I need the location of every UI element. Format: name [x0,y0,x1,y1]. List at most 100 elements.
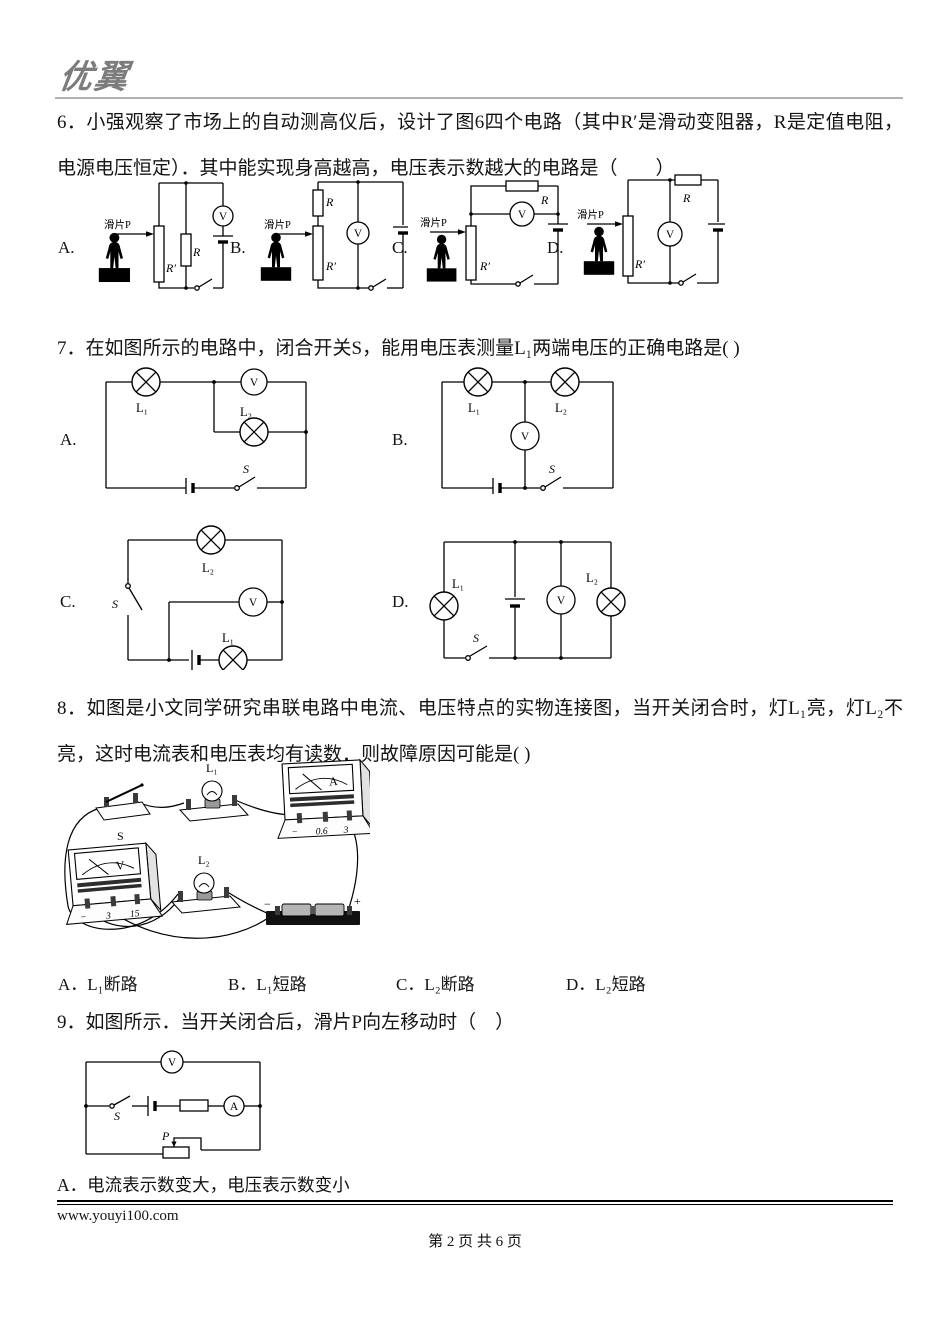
lamp-l2-icon [196,525,226,555]
r-label: R [540,193,549,207]
l1-label: L₁ [222,631,234,645]
voltmeter-letter: V [518,209,527,221]
voltmeter-letter: V [557,595,566,607]
q9-option-a: A．电流表示数变大，电压表示数变小 [57,1175,350,1195]
slider-label: 滑片P [420,216,447,229]
q7-text: 7．在如图所示的电路中，闭合开关S，能用电压表测量L₁两端电压的正确电路是( ) [57,338,740,359]
q6-text: 6．小强观察了市场上的自动测高仪后，设计了图6四个电路（其中R′是滑动变阻器，R… [57,112,903,179]
switch [95,783,151,821]
lamp-l1-icon [218,645,248,670]
rheostat [162,1146,190,1159]
voltmeter-letter: V [168,1057,177,1069]
voltmeter-minus: − [80,913,87,924]
ammeter-high: 3 [342,826,349,836]
lamp-l1-icon [131,367,161,397]
voltmeter-letter: V [250,377,259,389]
r-prime-label: R′ [325,259,336,273]
battery-plus: + [354,894,361,908]
q6-circuit-b: 滑片P R R′ V [260,180,408,291]
battery-pack: − + [264,894,361,925]
l1-label: L₁ [468,401,480,415]
r-prime-label: R′ [634,257,645,271]
lamp-l2-icon [550,367,580,397]
l2-label: L₂ [586,571,598,585]
person-icon [260,232,292,281]
q7-circuit-c: L₂ L₁ V S [112,525,284,670]
resistor [505,180,539,192]
voltmeter-high: 15 [130,909,141,920]
q7-circuit-d: L₁ L₂ V S [429,540,626,661]
q8-option-c: C．L₂断路 [396,975,475,994]
q6-option-d-label: D. [547,238,564,257]
ammeter-low: 0.6 [315,827,328,838]
switch-pivot [368,285,374,291]
resistor [179,1099,209,1112]
q7-option-a-label: A. [60,430,77,449]
brand-logo: 优翼 [56,60,132,96]
switch-label: S [112,597,118,611]
footer-site: www.youyi100.com [57,1208,179,1224]
voltmeter-letter: V [666,229,675,241]
switch-label: S [549,462,555,476]
rheostat [622,215,634,277]
q7-circuit-a: L₁ L₂ V S [105,367,308,494]
switch-label: S [114,1109,120,1123]
q8-option-a: A．L₁断路 [58,975,138,994]
q8-option-d: D．L₂短路 [566,975,646,994]
ammeter-letter: A [230,1101,239,1113]
person-icon [98,232,130,283]
rheostat [312,225,324,281]
r-label: R [682,191,691,205]
l2-label: L₂ [240,405,252,419]
lamp-l2-icon [596,587,626,617]
slider-label: 滑片P [104,218,131,231]
wires [64,799,359,939]
q9-text: 9．如图所示．当开关闭合后，滑片P向左移动时（ ） [57,1012,515,1033]
ammeter-minus: − [291,827,298,837]
q7-option-b-label: B. [392,430,408,449]
q6-circuit-c: 滑片P R R′ V [420,180,568,287]
switch-pivot [540,485,546,491]
q7-option-c-label: C. [60,592,76,611]
q7-option-d-label: D. [392,592,409,611]
voltmeter-letter: V [249,597,258,609]
switch-pivot [234,485,240,491]
voltmeter-letter: V [521,431,530,443]
resistor [180,233,192,267]
battery-minus: − [264,897,271,911]
lamp-l1 [178,780,250,822]
switch-pivot [109,1103,115,1109]
slider-label: 滑片P [264,218,291,231]
r-label: R [192,245,201,259]
switch-label: S [243,462,249,476]
l2-label: L₂ [198,853,210,867]
resistor [674,174,702,186]
l1-label: L₁ [206,761,218,775]
q8-text: 8．如图是小文同学研究串联电路中电流、电压特点的实物连接图，当开关闭合时，灯L₁… [57,698,903,765]
slider-p-label: P [161,1129,170,1143]
switch-label: S [117,829,124,843]
footer-page-number: 第 2 页 共 6 页 [428,1234,522,1250]
switch-pivot [465,655,471,661]
person-icon [426,234,457,282]
slider-label: 滑片P [577,208,604,221]
q8-option-b: B．L₁短路 [228,975,307,994]
q9-circuit: V A S P [84,1050,262,1159]
q6-circuit-a: 滑片P R′ R V [98,181,234,291]
voltmeter-letter: V [115,858,125,873]
q6-option-b-label: B. [230,238,246,257]
switch-pivot [678,280,684,286]
ammeter-letter: A [329,774,339,788]
lamp-l2 [170,872,242,914]
rheostat [465,225,477,281]
rheostat [153,225,165,283]
l2-label: L₂ [202,561,214,575]
header-rule [55,97,903,99]
footer-rule [57,1200,893,1205]
lamp-l2-icon [239,417,269,447]
resistor [312,189,324,217]
lamp-l1-icon [429,591,459,621]
voltmeter-letter: V [219,211,228,223]
q6-option-a-label: A. [58,238,75,257]
ammeter: A − 0.6 3 [277,758,370,839]
